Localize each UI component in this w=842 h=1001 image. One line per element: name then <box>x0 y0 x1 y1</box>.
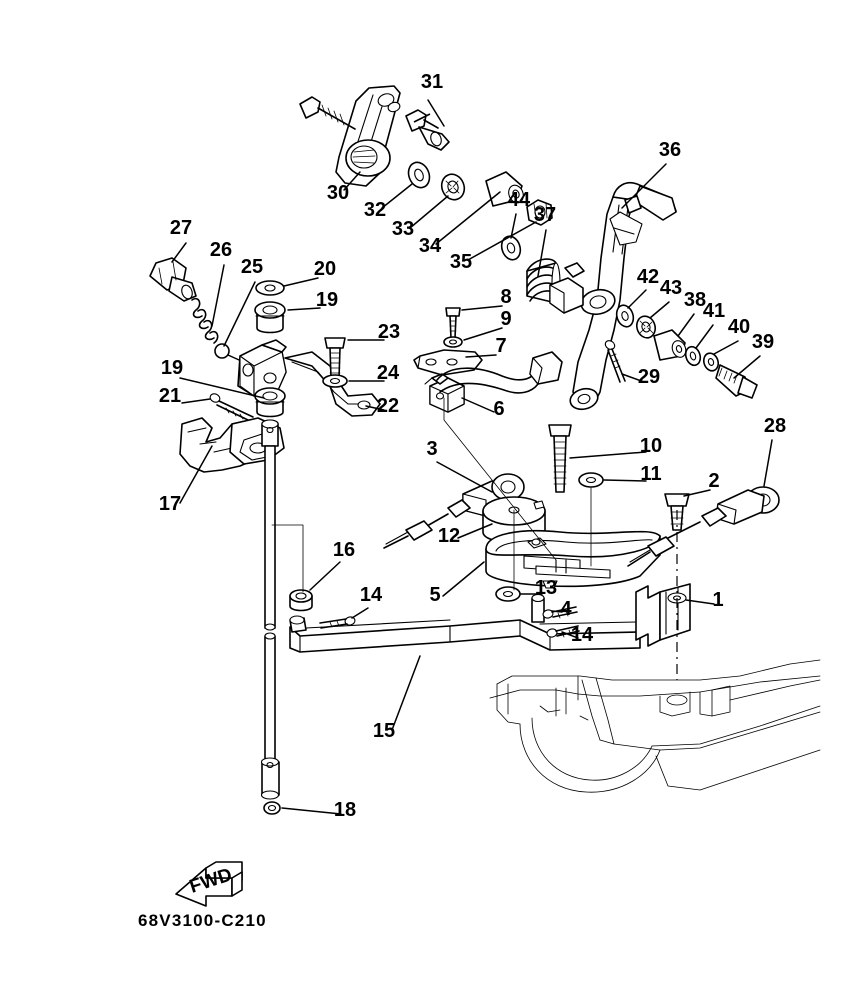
part-25-ball-joint <box>214 343 230 359</box>
callout-number-33[interactable]: 33 <box>392 218 414 240</box>
callout-number-19b[interactable]: 19 <box>161 357 183 379</box>
callout-number-3[interactable]: 3 <box>426 438 437 460</box>
callout-number-13[interactable]: 13 <box>535 577 557 599</box>
part-11-washer <box>578 472 604 488</box>
engine-housing-outline <box>489 659 821 793</box>
part-14-clip-left <box>319 616 356 629</box>
callout-number-1[interactable]: 1 <box>712 589 723 611</box>
callout-number-18[interactable]: 18 <box>334 799 356 821</box>
part-27-adjuster <box>149 257 197 302</box>
bolt-upper-left <box>299 96 356 130</box>
part-8-bolt <box>445 307 461 339</box>
callout-number-44[interactable]: 44 <box>508 189 531 211</box>
part-18-oring <box>263 801 281 815</box>
part-31-pin <box>405 109 450 151</box>
callout-number-38[interactable]: 38 <box>684 289 706 311</box>
part-44-washer <box>500 235 522 261</box>
part-9-washer <box>443 336 463 348</box>
callout-number-28[interactable]: 28 <box>764 415 786 437</box>
fwd-direction-marker: FWD <box>175 861 243 907</box>
callout-number-22[interactable]: 22 <box>377 395 399 417</box>
part-4-clip <box>542 606 578 619</box>
callout-number-32[interactable]: 32 <box>364 199 386 221</box>
callout-number-12[interactable]: 12 <box>438 525 460 547</box>
callout-number-42[interactable]: 42 <box>637 266 659 288</box>
part-39-bolt <box>715 364 758 399</box>
part-1-cable-bracket <box>635 583 691 647</box>
callout-number-30[interactable]: 30 <box>327 182 349 204</box>
cable-end-block <box>529 351 563 385</box>
callout-number-19[interactable]: 19 <box>316 289 338 311</box>
callout-number-35[interactable]: 35 <box>450 251 472 273</box>
part-20-washer <box>255 280 285 296</box>
part-42-washer <box>615 304 635 328</box>
part-16-grommet <box>289 589 313 612</box>
callout-number-10[interactable]: 10 <box>640 435 662 457</box>
callout-number-7[interactable]: 7 <box>495 335 506 357</box>
callout-number-16[interactable]: 16 <box>333 539 355 561</box>
callout-number-31[interactable]: 31 <box>421 71 443 93</box>
part-2-bolt <box>664 493 690 531</box>
callout-number-39[interactable]: 39 <box>752 331 774 353</box>
callout-number-24[interactable]: 24 <box>377 362 400 384</box>
callout-number-36[interactable]: 36 <box>659 139 681 161</box>
callout-number-6[interactable]: 6 <box>493 398 504 420</box>
leader-lines <box>171 99 773 815</box>
part-30-bracket-group <box>335 85 401 187</box>
part-19-bushing-lower <box>254 387 286 418</box>
part-26-spring <box>191 297 219 344</box>
part-43-lock-washer <box>635 315 657 339</box>
callout-number-26[interactable]: 26 <box>210 239 232 261</box>
callout-number-37[interactable]: 37 <box>534 204 556 226</box>
callout-number-15[interactable]: 15 <box>373 720 395 742</box>
callout-number-20[interactable]: 20 <box>314 258 336 280</box>
callout-number-4[interactable]: 4 <box>560 598 572 620</box>
callout-number-34[interactable]: 34 <box>419 235 442 257</box>
part-15-link-rod <box>289 593 641 653</box>
callout-number-9[interactable]: 9 <box>500 308 511 330</box>
callout-number-14b[interactable]: 14 <box>571 624 594 646</box>
callout-number-25[interactable]: 25 <box>241 256 263 278</box>
part-10-bolt <box>548 424 572 493</box>
callout-number-14[interactable]: 14 <box>360 584 383 606</box>
part-29-cotter-pin <box>604 340 626 383</box>
part-23-bolt <box>324 337 346 379</box>
part-24-washer <box>322 374 348 388</box>
callout-number-27[interactable]: 27 <box>170 217 192 239</box>
callout-number-21[interactable]: 21 <box>159 385 181 407</box>
part-32-washer <box>407 161 431 189</box>
part-41-washer <box>684 345 702 367</box>
part-21-cotter-pin <box>209 393 254 422</box>
part-6-cable-bracket <box>424 373 465 413</box>
part-38-collar <box>653 329 687 361</box>
part-33-lock-washer <box>440 173 466 201</box>
callout-number-5[interactable]: 5 <box>429 584 440 606</box>
part-28-cable-joint <box>627 486 780 567</box>
part-35-nut <box>526 199 553 226</box>
callout-number-17[interactable]: 17 <box>159 493 181 515</box>
callout-number-11[interactable]: 11 <box>640 463 661 485</box>
part-36-throttle-lever <box>549 181 677 411</box>
callout-number-43[interactable]: 43 <box>660 277 682 299</box>
callout-number-2[interactable]: 2 <box>708 470 719 492</box>
diagram-code-label: 68V3100-C210 <box>138 911 267 930</box>
callout-number-41[interactable]: 41 <box>703 300 725 322</box>
callout-number-8[interactable]: 8 <box>500 286 511 308</box>
callout-number-29[interactable]: 29 <box>638 366 660 388</box>
part-19-bushing-upper <box>254 301 286 334</box>
part-40-washer <box>702 352 720 372</box>
callout-number-23[interactable]: 23 <box>378 321 400 343</box>
part-34-collar <box>485 171 524 207</box>
callout-number-40[interactable]: 40 <box>728 316 750 338</box>
vertical-shaft <box>260 419 280 800</box>
part-5-magnet-base <box>485 529 661 589</box>
part-13-washer <box>495 586 521 602</box>
